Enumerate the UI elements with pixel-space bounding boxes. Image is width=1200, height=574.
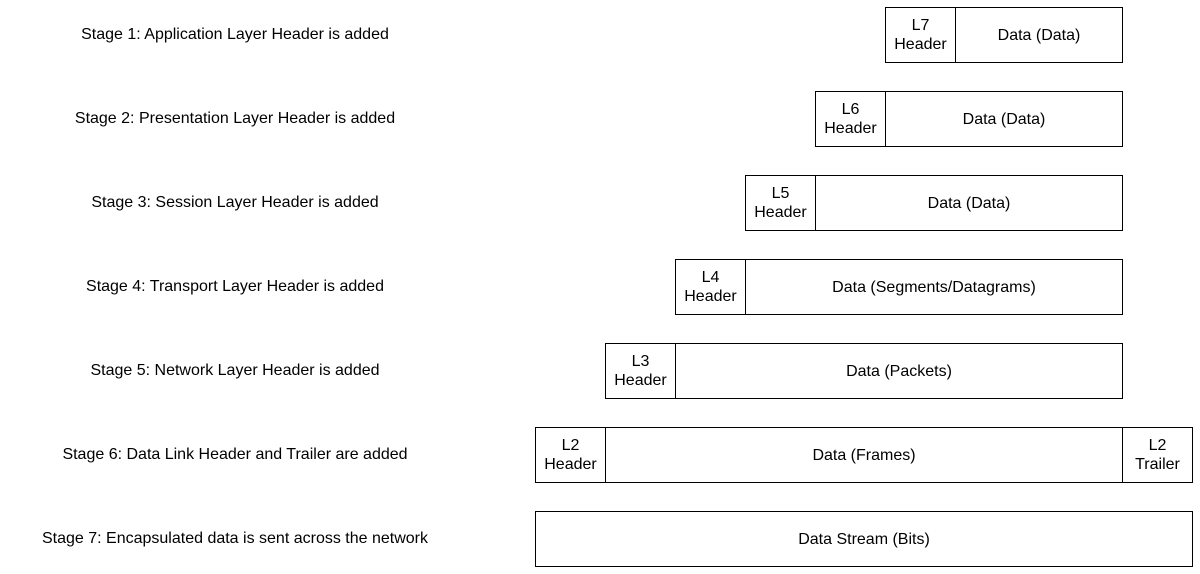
l2-trailer-box: L2 Trailer xyxy=(1122,427,1193,483)
stage-3-data-box: Data (Data) xyxy=(815,175,1123,231)
stage-2-data-label: Data (Data) xyxy=(962,110,1046,128)
stage-5-data-label: Data (Packets) xyxy=(846,362,952,380)
stage-4-data-label: Data (Segments/Datagrams) xyxy=(832,278,1036,296)
l6-header-line2: Header xyxy=(824,120,877,137)
stage-2-label: Stage 2: Presentation Layer Header is ad… xyxy=(74,110,396,127)
l5-header-box: L5 Header xyxy=(745,175,816,231)
stage-1-row: Stage 1: Application Layer Header is add… xyxy=(0,7,1200,63)
stage-6-data-label: Data (Frames) xyxy=(812,446,916,464)
l2-header-line2: Header xyxy=(544,456,597,473)
l7-header-box: L7 Header xyxy=(885,7,956,63)
stage-1-data-label: Data (Data) xyxy=(997,26,1081,44)
stage-2-row: Stage 2: Presentation Layer Header is ad… xyxy=(0,91,1200,147)
stage-3-data-label: Data (Data) xyxy=(927,194,1011,212)
stage-6-row: Stage 6: Data Link Header and Trailer ar… xyxy=(0,427,1200,483)
l7-header-line1: L7 xyxy=(911,17,930,34)
stage-4-row: Stage 4: Transport Layer Header is added… xyxy=(0,259,1200,315)
stage-4-label: Stage 4: Transport Layer Header is added xyxy=(86,278,384,295)
l2-header-line1: L2 xyxy=(561,437,580,454)
stage-7-label: Stage 7: Encapsulated data is sent acros… xyxy=(41,530,428,547)
l3-header-box: L3 Header xyxy=(605,343,676,399)
l2-trailer-line2: Trailer xyxy=(1135,456,1180,473)
stage-6-data-box: Data (Frames) xyxy=(605,427,1123,483)
l6-header-line1: L6 xyxy=(841,101,860,118)
l6-header-box: L6 Header xyxy=(815,91,886,147)
l5-header-line1: L5 xyxy=(771,185,790,202)
stage-4-data-box: Data (Segments/Datagrams) xyxy=(745,259,1123,315)
l4-header-box: L4 Header xyxy=(675,259,746,315)
stage-1-data-box: Data (Data) xyxy=(955,7,1123,63)
l3-header-line1: L3 xyxy=(631,353,650,370)
stage-5-data-box: Data (Packets) xyxy=(675,343,1123,399)
l4-header-line1: L4 xyxy=(701,269,720,286)
l3-header-line2: Header xyxy=(614,372,667,389)
stage-3-label: Stage 3: Session Layer Header is added xyxy=(91,194,379,211)
stage-1-label: Stage 1: Application Layer Header is add… xyxy=(81,26,389,43)
l4-header-line2: Header xyxy=(684,288,737,305)
stage-5-label: Stage 5: Network Layer Header is added xyxy=(90,362,380,379)
stage-3-row: Stage 3: Session Layer Header is added L… xyxy=(0,175,1200,231)
stage-7-data-box: Data Stream (Bits) xyxy=(535,511,1193,567)
stage-7-data-label: Data Stream (Bits) xyxy=(798,530,930,548)
l2-header-box: L2 Header xyxy=(535,427,606,483)
stage-5-row: Stage 5: Network Layer Header is added L… xyxy=(0,343,1200,399)
l2-trailer-line1: L2 xyxy=(1148,437,1167,454)
stage-7-row: Stage 7: Encapsulated data is sent acros… xyxy=(0,511,1200,567)
stage-2-data-box: Data (Data) xyxy=(885,91,1123,147)
l5-header-line2: Header xyxy=(754,204,807,221)
l7-header-line2: Header xyxy=(894,36,947,53)
stage-6-label: Stage 6: Data Link Header and Trailer ar… xyxy=(62,446,408,463)
